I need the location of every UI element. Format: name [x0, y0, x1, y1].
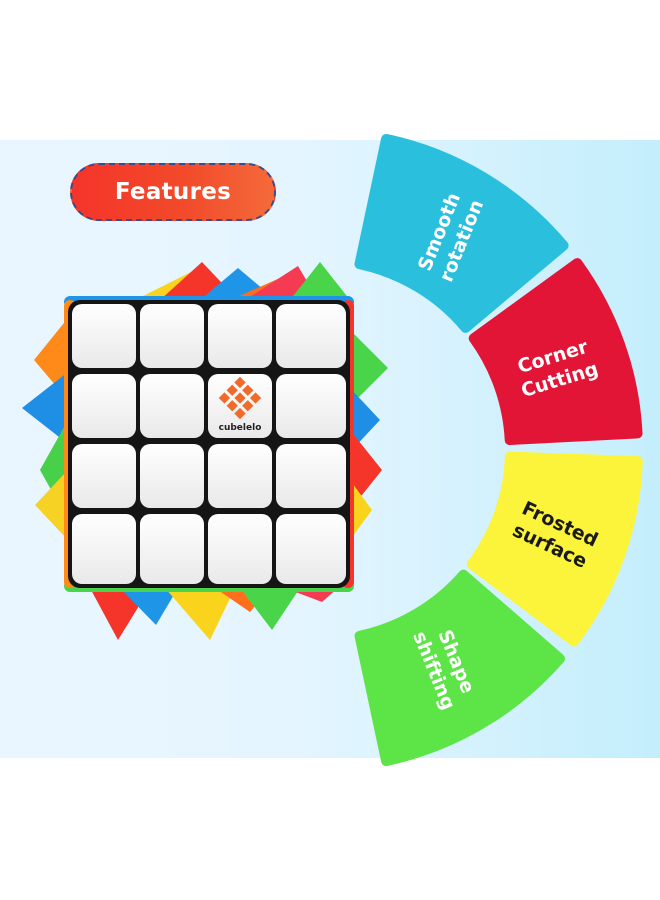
features-badge: Features — [70, 163, 276, 221]
features-badge-label: Features — [114, 179, 232, 205]
feature-segment-corner-cutting — [468, 258, 643, 446]
cube-front-face — [68, 300, 350, 588]
twisted-layer-spikes — [22, 262, 388, 640]
cube-tiles — [72, 304, 346, 584]
brand-name: cubelelo — [219, 423, 262, 433]
feature-segment-frosted-surface — [466, 451, 643, 647]
feature-segment-smooth-rotation — [354, 133, 569, 333]
feature-segment-shape-shifting — [354, 569, 565, 767]
